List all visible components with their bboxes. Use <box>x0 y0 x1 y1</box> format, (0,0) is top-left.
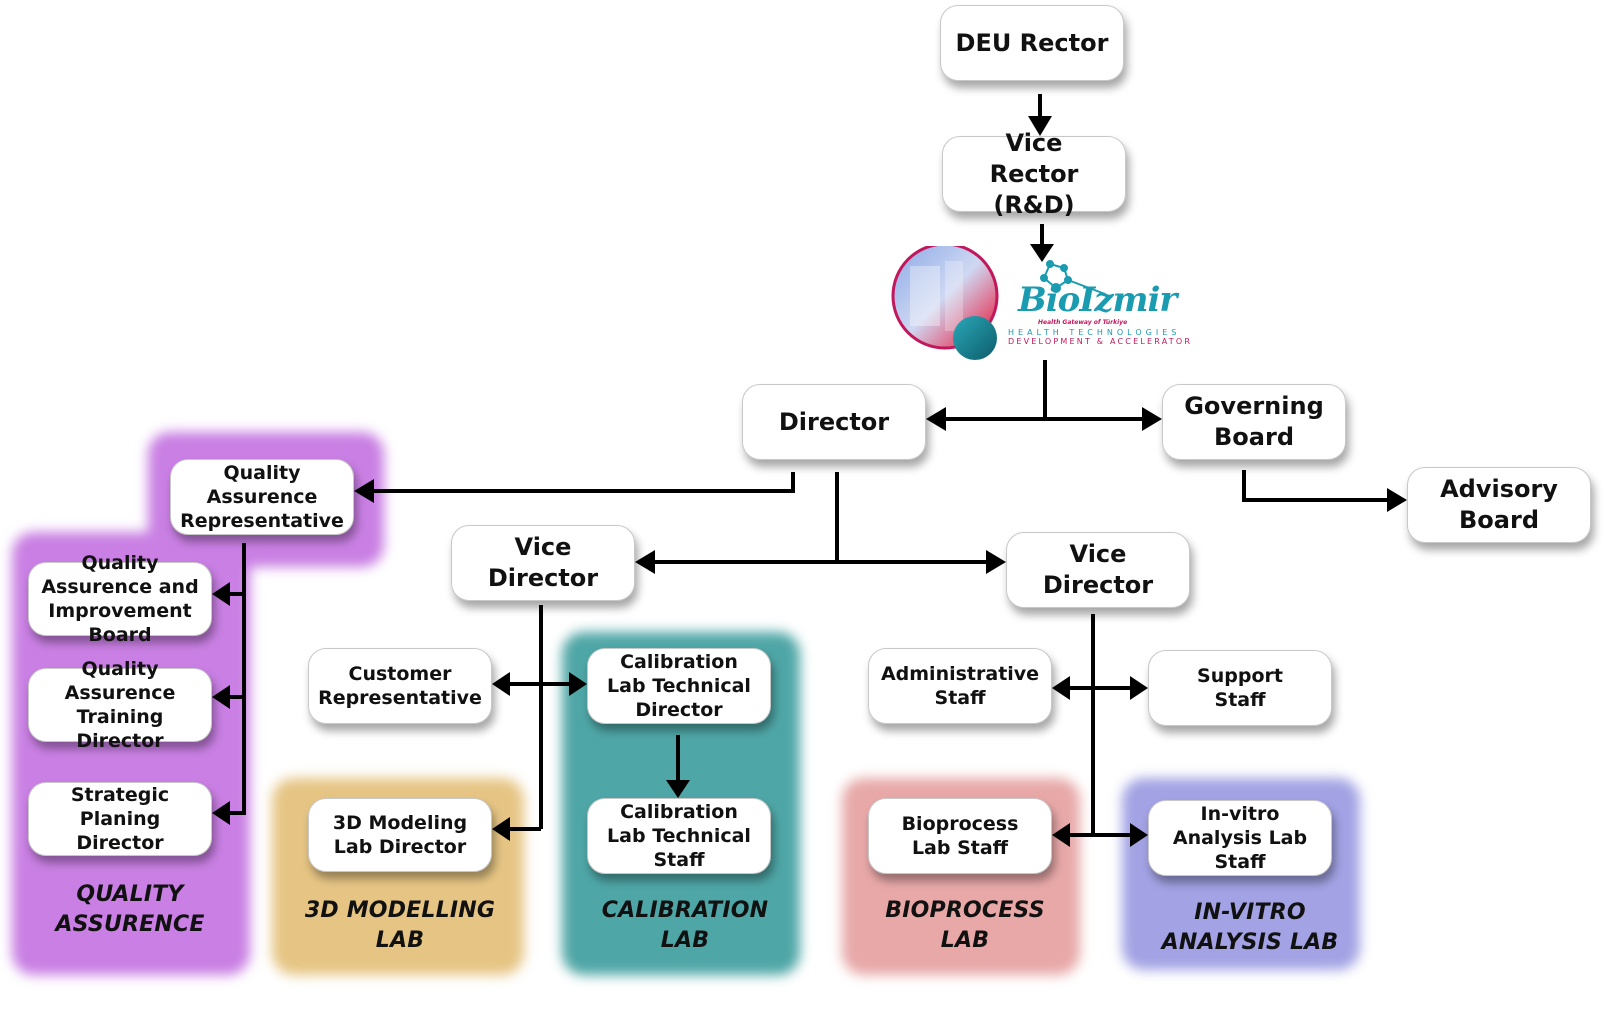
node-vice-director-left[interactable]: Vice Director <box>451 525 635 601</box>
arrowhead-governing <box>1142 407 1162 431</box>
arrowhead-logo <box>1030 244 1054 262</box>
node-qa-training-director[interactable]: Quality Assurence Training Director <box>28 658 212 752</box>
arrowhead-customer <box>492 672 510 696</box>
arrowhead-vicerector <box>1028 116 1052 136</box>
arrowhead-invitro <box>1130 823 1148 847</box>
arrowhead-bioprocess <box>1052 823 1070 847</box>
node-calibration-technical-staff[interactable]: Calibration Lab Technical Staff <box>587 798 771 874</box>
arrowhead-qa-training <box>212 685 230 709</box>
node-customer-representative[interactable]: Customer Representative <box>308 648 492 724</box>
node-strategic-planing-director[interactable]: Strategic Planing Director <box>28 782 212 856</box>
logo-brand: BioIzmir <box>1018 280 1177 320</box>
molecule-icon <box>1040 260 1106 295</box>
arrowhead-qa-strategic <box>212 801 230 825</box>
logo-line-2: DEVELOPMENT & ACCELERATOR <box>1008 337 1193 346</box>
logo-badge-circle <box>953 316 997 360</box>
node-governing-board[interactable]: Governing Board <box>1162 384 1346 460</box>
node-bioprocess-lab-staff[interactable]: Bioprocess Lab Staff <box>868 798 1052 874</box>
arrowhead-qa-improvement <box>212 582 230 606</box>
node-vice-rector[interactable]: Vice Rector (R&D) <box>942 129 1126 219</box>
region-label-invitro-lab: IN-VITRO ANALYSIS LAB <box>1161 900 1339 955</box>
node-director[interactable]: Director <box>742 384 926 460</box>
logo-tagline: Health Gateway of Türkiye <box>1038 319 1128 326</box>
node-advisory-board[interactable]: Advisory Board <box>1407 467 1591 543</box>
arrowhead-cal-staff <box>666 780 690 798</box>
arrowhead-admin <box>1052 676 1070 700</box>
arrowhead-modeling <box>492 817 510 841</box>
logo-graphic <box>891 242 1106 360</box>
edge-director-qarep <box>372 472 795 493</box>
node-vice-director-right[interactable]: Vice Director <box>1006 532 1190 608</box>
arrowhead-qarep <box>354 479 374 503</box>
edge-governing-advisory <box>1242 470 1388 502</box>
arrowhead-vd-left <box>635 550 655 574</box>
region-label-modelling-lab: 3D MODELLING LAB <box>304 898 496 953</box>
node-calibration-technical-director[interactable]: Calibration Lab Technical Director <box>587 648 771 724</box>
node-qa-improvement-board[interactable]: Quality Assurence and Improvement Board <box>28 552 212 646</box>
region-label-quality-assurence: QUALITY ASSURENCE <box>55 882 205 937</box>
arrowhead-advisory <box>1387 488 1407 512</box>
node-qa-representative[interactable]: Quality Assurence Representative <box>170 459 354 535</box>
region-label-bioprocess-lab: BIOPROCESS LAB <box>885 898 1045 953</box>
arrowhead-director <box>926 407 946 431</box>
node-deu-rector[interactable]: DEU Rector <box>940 5 1124 81</box>
node-invitro-lab-staff[interactable]: In-vitro Analysis Lab Staff <box>1148 800 1332 876</box>
node-administrative-staff[interactable]: Administrative Staff <box>868 648 1052 724</box>
node-3d-modeling-lab-director[interactable]: 3D Modeling Lab Director <box>308 798 492 872</box>
arrowhead-vd-right <box>986 550 1006 574</box>
node-support-staff[interactable]: Support Staff <box>1148 650 1332 726</box>
arrowhead-cal-director <box>569 672 587 696</box>
bioizmir-logo: BioIzmir Health Gateway of Türkiye HEALT… <box>890 242 1190 364</box>
logo-line-1: HEALTH TECHNOLOGIES <box>1008 328 1181 337</box>
region-label-calibration-lab: CALIBRATION LAB <box>601 898 769 953</box>
arrowhead-support <box>1130 676 1148 700</box>
